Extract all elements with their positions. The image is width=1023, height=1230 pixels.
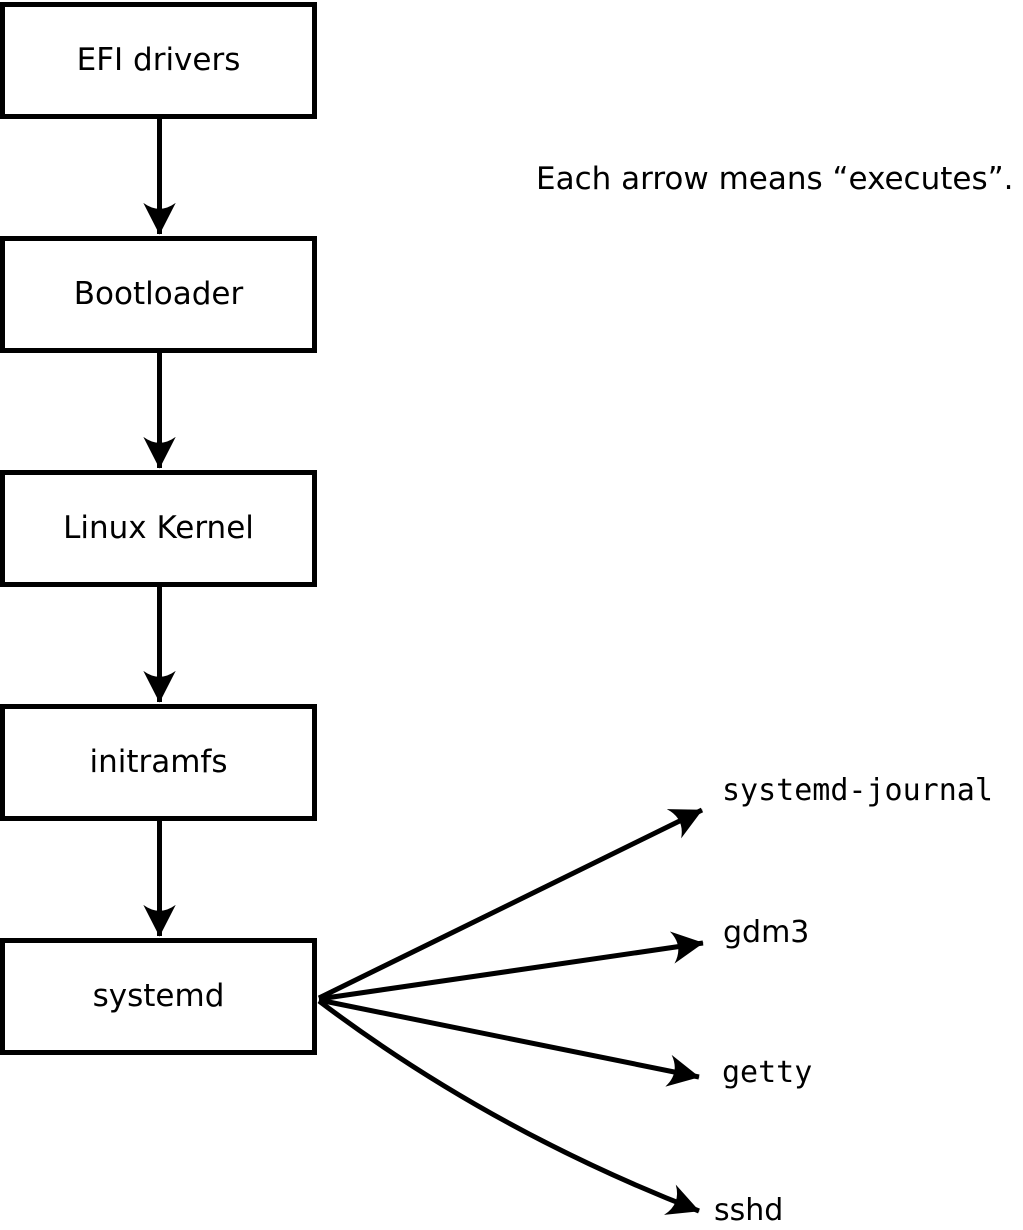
box-systemd-label: systemd	[92, 978, 225, 1014]
box-systemd: systemd	[0, 938, 317, 1055]
target-systemd-journal: systemd-journal	[722, 773, 993, 808]
box-linux-kernel-label: Linux Kernel	[63, 510, 254, 546]
target-getty: getty	[722, 1055, 813, 1090]
arrow-systemd-to-journal	[317, 807, 704, 1001]
box-efi-drivers: EFI drivers	[0, 2, 317, 119]
box-bootloader: Bootloader	[0, 236, 317, 353]
box-initramfs-label: initramfs	[89, 744, 228, 780]
box-linux-kernel: Linux Kernel	[0, 470, 317, 587]
arrow-systemd-to-gdm3	[318, 931, 704, 1002]
arrow-systemd-to-getty	[318, 997, 700, 1087]
arrow-systemd-to-sshd	[317, 999, 700, 1215]
annotation-arrow-meaning: Each arrow means “executes”.	[536, 161, 1014, 197]
target-gdm3: gdm3	[723, 915, 810, 950]
target-sshd: sshd	[714, 1193, 784, 1228]
box-efi-drivers-label: EFI drivers	[76, 42, 241, 78]
box-initramfs: initramfs	[0, 704, 317, 821]
box-bootloader-label: Bootloader	[73, 276, 244, 312]
